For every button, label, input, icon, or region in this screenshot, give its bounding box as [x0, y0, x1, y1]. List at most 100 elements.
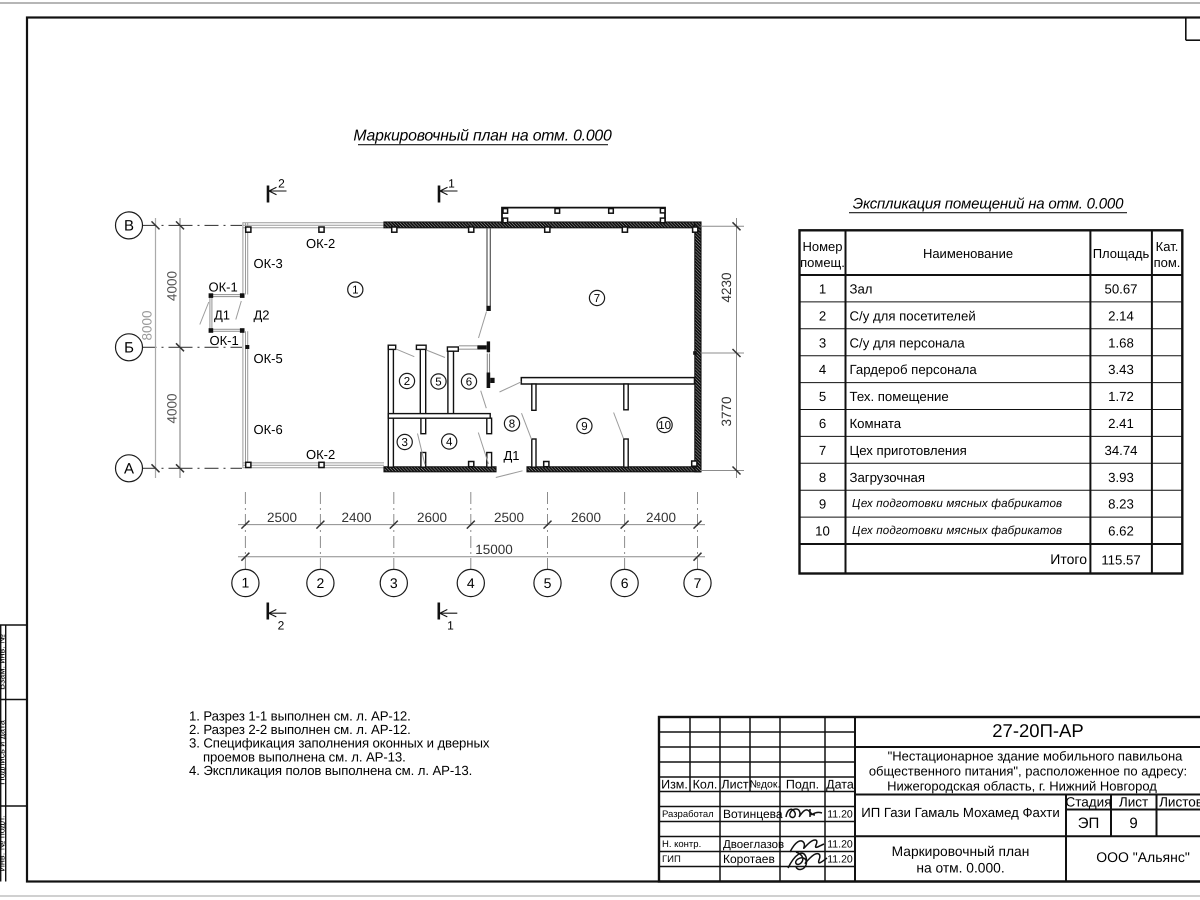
- svg-text:2: 2: [404, 376, 410, 388]
- svg-text:3. Спецификация заполнения око: 3. Спецификация заполнения оконных и две…: [189, 736, 490, 751]
- svg-text:115.57: 115.57: [1101, 553, 1140, 568]
- svg-text:С/у для персонала: С/у для персонала: [850, 335, 966, 350]
- svg-text:Коротаев: Коротаев: [723, 852, 775, 866]
- svg-text:6: 6: [466, 377, 472, 389]
- svg-text:2500: 2500: [494, 510, 524, 525]
- svg-text:2. Разрез 2-2 выполнен см. л.: 2. Разрез 2-2 выполнен см. л. АР-12.: [189, 722, 411, 737]
- svg-text:2500: 2500: [267, 510, 297, 525]
- svg-text:Н. контр.: Н. контр.: [662, 839, 701, 850]
- svg-text:5: 5: [544, 575, 552, 591]
- svg-text:Подп.: Подп.: [786, 778, 819, 792]
- svg-text:11.20: 11.20: [827, 854, 853, 866]
- svg-text:3770: 3770: [719, 396, 734, 426]
- svg-text:Изм.: Изм.: [661, 778, 688, 792]
- svg-text:2: 2: [819, 308, 826, 323]
- svg-text:Цех подготовки мясных фабрикат: Цех подготовки мясных фабрикатов: [852, 524, 1062, 537]
- svg-text:проемов выполнена см. л. АР-13: проемов выполнена см. л. АР-13.: [203, 749, 406, 764]
- svg-text:4. Экспликация полов выполнена: 4. Экспликация полов выполнена см. л. АР…: [189, 763, 472, 778]
- svg-text:4: 4: [819, 362, 826, 377]
- svg-text:4230: 4230: [719, 272, 734, 302]
- svg-text:2: 2: [278, 619, 285, 633]
- svg-text:6.62: 6.62: [1108, 524, 1134, 539]
- svg-text:3: 3: [401, 437, 407, 449]
- svg-text:5: 5: [435, 377, 441, 389]
- svg-text:8000: 8000: [140, 310, 155, 340]
- svg-text:6: 6: [819, 416, 826, 431]
- svg-text:ЭП: ЭП: [1078, 815, 1100, 832]
- svg-text:4: 4: [467, 575, 475, 591]
- svg-text:Дата: Дата: [826, 778, 854, 792]
- svg-text:Листов: Листов: [1159, 795, 1200, 810]
- svg-text:Лист: Лист: [721, 778, 748, 792]
- svg-text:Стадия: Стадия: [1065, 795, 1111, 810]
- svg-text:№док.: №док.: [750, 779, 781, 791]
- svg-text:С/у для посетителей: С/у для посетителей: [850, 308, 976, 323]
- svg-text:Цех подготовки мясных фабрикат: Цех подготовки мясных фабрикатов: [852, 497, 1062, 510]
- svg-text:1.72: 1.72: [1108, 389, 1134, 404]
- svg-text:Д2: Д2: [254, 308, 270, 323]
- svg-text:Цех приготовления: Цех приготовления: [850, 443, 967, 458]
- svg-text:Разработал: Разработал: [662, 809, 714, 820]
- svg-text:Д1: Д1: [214, 308, 230, 323]
- svg-text:50.67: 50.67: [1104, 282, 1137, 297]
- svg-text:Маркировочный план на отм. 0.0: Маркировочный план на отм. 0.000: [353, 128, 612, 145]
- svg-text:пом.: пом.: [1154, 255, 1181, 270]
- svg-text:Наименование: Наименование: [923, 246, 1013, 261]
- svg-text:6: 6: [621, 575, 629, 591]
- svg-text:1: 1: [447, 619, 454, 633]
- svg-text:10: 10: [658, 420, 671, 432]
- svg-text:3: 3: [819, 335, 826, 350]
- svg-text:ГИП: ГИП: [662, 854, 681, 865]
- svg-text:Экспликация помещений на отм.: Экспликация помещений на отм. 0.000: [853, 196, 1124, 213]
- svg-text:ОК-2: ОК-2: [306, 447, 335, 462]
- svg-text:ООО "Альянс": ООО "Альянс": [1096, 849, 1190, 865]
- svg-text:Вотинцева: Вотинцева: [723, 807, 783, 821]
- svg-text:Лист: Лист: [1119, 795, 1148, 810]
- svg-text:общественного питания", распол: общественного питания", расположенное по…: [869, 764, 1187, 779]
- svg-text:Загрузочная: Загрузочная: [850, 470, 925, 485]
- svg-text:3.93: 3.93: [1108, 470, 1134, 485]
- svg-text:2: 2: [278, 177, 285, 191]
- svg-text:Нижегородская область, г. Нижн: Нижегородская область, г. Нижний Новгоро…: [887, 779, 1157, 794]
- svg-text:Гардероб персонала: Гардероб персонала: [850, 362, 978, 377]
- svg-text:8: 8: [819, 470, 826, 485]
- svg-text:ОК-1: ОК-1: [209, 280, 238, 295]
- svg-text:Двоеглазов: Двоеглазов: [723, 839, 784, 851]
- svg-text:11.20: 11.20: [827, 809, 853, 821]
- svg-text:4000: 4000: [165, 271, 180, 301]
- svg-text:8.23: 8.23: [1108, 497, 1134, 512]
- svg-text:1: 1: [448, 177, 455, 191]
- svg-text:ОК-3: ОК-3: [254, 256, 283, 271]
- svg-text:2: 2: [317, 575, 325, 591]
- svg-text:8: 8: [509, 419, 515, 431]
- svg-text:9: 9: [1129, 815, 1137, 832]
- svg-text:2.41: 2.41: [1108, 416, 1134, 431]
- svg-text:9: 9: [819, 497, 826, 512]
- svg-text:В: В: [124, 217, 134, 234]
- svg-text:7: 7: [594, 293, 600, 305]
- svg-text:2400: 2400: [646, 510, 676, 525]
- svg-text:А: А: [124, 460, 134, 477]
- svg-text:Площадь: Площадь: [1093, 246, 1150, 261]
- svg-text:3: 3: [390, 575, 398, 591]
- svg-text:11.20: 11.20: [827, 839, 853, 851]
- svg-text:2400: 2400: [341, 510, 371, 525]
- svg-text:1. Разрез 1-1 выполнен см. л.: 1. Разрез 1-1 выполнен см. л. АР-12.: [189, 709, 411, 724]
- svg-text:ОК-5: ОК-5: [254, 351, 283, 366]
- svg-text:2600: 2600: [417, 510, 447, 525]
- svg-text:ОК-2: ОК-2: [306, 236, 335, 251]
- svg-text:4000: 4000: [165, 393, 180, 423]
- svg-text:5: 5: [819, 389, 826, 404]
- svg-text:Маркировочный план: Маркировочный план: [892, 844, 1030, 859]
- svg-text:1: 1: [819, 282, 826, 297]
- svg-text:2600: 2600: [571, 510, 601, 525]
- svg-text:Зал: Зал: [850, 282, 873, 297]
- svg-text:7: 7: [694, 575, 702, 591]
- svg-text:ОК-6: ОК-6: [254, 422, 283, 437]
- svg-text:1: 1: [352, 285, 358, 297]
- svg-text:15000: 15000: [475, 542, 513, 557]
- svg-text:ИП Гази Гамаль Мохамед Фахти: ИП Гази Гамаль Мохамед Фахти: [861, 805, 1059, 820]
- svg-text:Итого: Итого: [1050, 551, 1087, 567]
- svg-text:ОК-1: ОК-1: [210, 333, 239, 348]
- svg-text:Б: Б: [124, 339, 134, 356]
